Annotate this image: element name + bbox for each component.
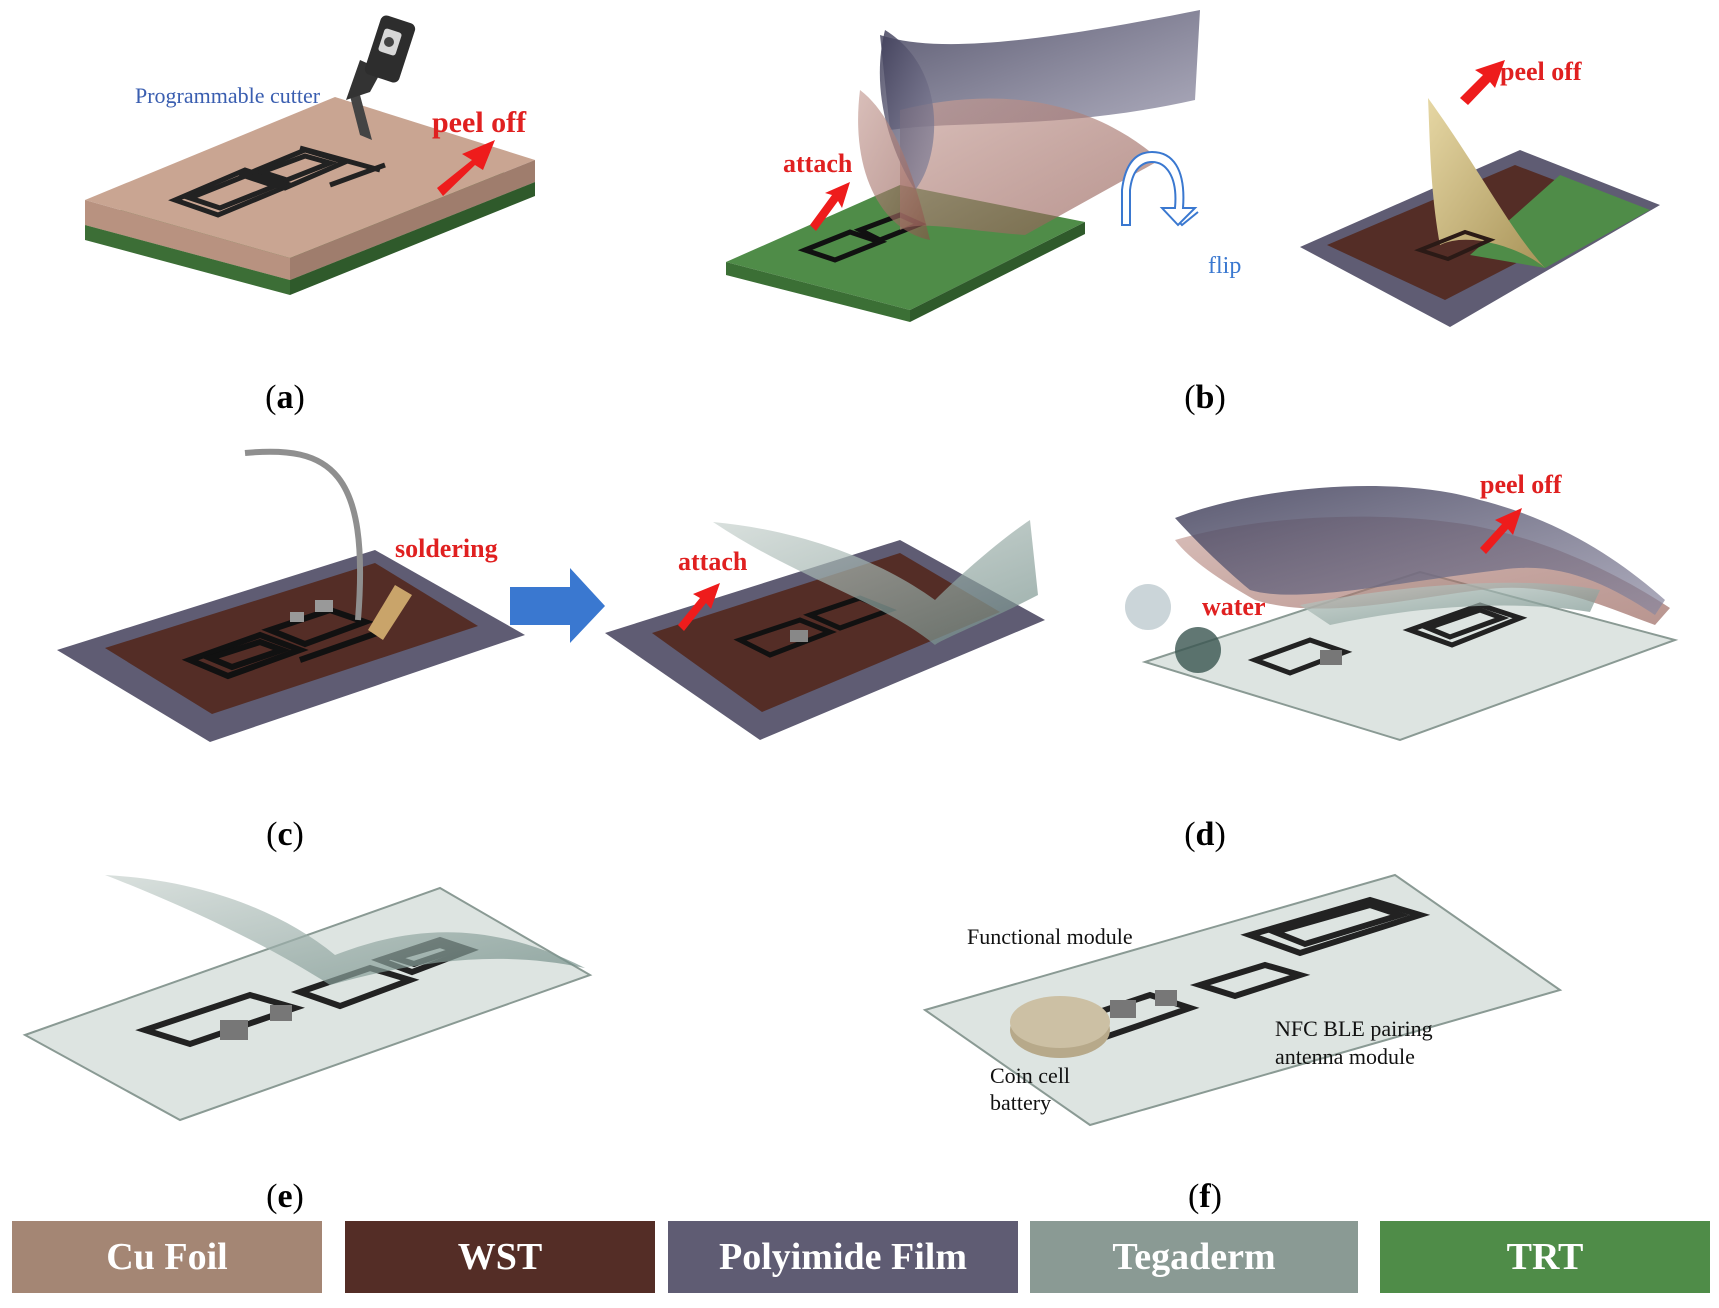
- solder-iron: [368, 585, 412, 640]
- tegaderm-base-e: [22, 886, 593, 1122]
- panel-label-e: (e): [266, 1178, 304, 1215]
- tegaderm-peel-e: [105, 875, 585, 985]
- attach-label-c: attach: [678, 547, 748, 576]
- cu-foil-side: [85, 200, 290, 280]
- nfc-label-line1: NFC BLE pairing: [1275, 1016, 1433, 1041]
- peeled-sheet: [1428, 98, 1545, 268]
- circuit-pattern-c1: [181, 600, 381, 680]
- panel-c: soldering attach: [57, 448, 1045, 742]
- panel-d: water peel off: [1125, 470, 1679, 742]
- water-drop-top: [1125, 584, 1171, 630]
- peel-off-label: peel off: [432, 106, 527, 139]
- programmable-cutter: [346, 15, 416, 140]
- legend-tegaderm: Tegaderm: [1030, 1221, 1358, 1293]
- peel-off-arrow: [437, 140, 495, 196]
- curled-sheet-top: [879, 30, 935, 190]
- peel-off-label-d: peel off: [1480, 470, 1562, 499]
- attach-label: attach: [783, 149, 853, 178]
- process-arrow: [510, 568, 605, 643]
- panel-f: Functional module NFC BLE pairing antenn…: [922, 873, 1563, 1127]
- coin-cell-top: [1010, 996, 1110, 1048]
- circuit-pattern: [168, 145, 386, 218]
- panel-label-c: (c): [266, 816, 304, 853]
- polyimide-film-d: [1175, 486, 1665, 615]
- curled-sheet-pink: [858, 90, 930, 240]
- nfc-label-line2: antenna module: [1275, 1044, 1415, 1069]
- peel-off-label-b: peel off: [1500, 57, 1582, 86]
- legend-polyimide-film: Polyimide Film: [668, 1221, 1018, 1293]
- solder-wire: [244, 448, 364, 621]
- coin-cell-label-line1: Coin cell: [990, 1063, 1070, 1088]
- coin-cell-label-line2: battery: [990, 1090, 1051, 1115]
- panel-a: Programmable cutter peel off: [85, 15, 535, 295]
- panel-label-f: (f): [1188, 1178, 1222, 1215]
- soldering-label: soldering: [395, 534, 498, 563]
- panel-label-d: (d): [1184, 816, 1226, 853]
- trt-board-side-right: [910, 222, 1085, 322]
- peel-off-arrow-d: [1480, 508, 1522, 554]
- tegaderm-lift-d: [1300, 582, 1600, 625]
- panel-b: attach flip peel off: [726, 10, 1660, 327]
- legend-cu-foil: Cu Foil: [12, 1221, 322, 1293]
- water-drop-bottom: [1175, 627, 1221, 673]
- wst-sheet: [900, 98, 1160, 235]
- flip-arrow-body: [1121, 150, 1198, 227]
- trt-base-side: [85, 225, 290, 295]
- panel-label-b: (b): [1184, 379, 1226, 416]
- attach-arrow-c: [678, 583, 720, 631]
- flip-label: flip: [1208, 253, 1241, 279]
- panel-label-a: (a): [265, 379, 305, 416]
- peel-off-arrow-b: [1460, 60, 1505, 105]
- circuit-pattern-d: [1247, 602, 1528, 676]
- tegaderm-sheet: [713, 520, 1038, 645]
- water-label: water: [1202, 592, 1266, 621]
- panel-e: [22, 875, 593, 1122]
- trt-board-side: [726, 262, 910, 322]
- trt-base-side-right: [290, 182, 535, 295]
- circuit-pattern-b2: [1414, 229, 1496, 262]
- attach-arrow: [810, 182, 850, 231]
- legend-wst: WST: [345, 1221, 655, 1293]
- legend-trt: TRT: [1380, 1221, 1710, 1293]
- cutter-label: Programmable cutter: [135, 83, 321, 108]
- cu-foil-side-right: [290, 160, 535, 280]
- functional-module-label: Functional module: [967, 924, 1133, 949]
- tegaderm-base-f: [922, 873, 1563, 1127]
